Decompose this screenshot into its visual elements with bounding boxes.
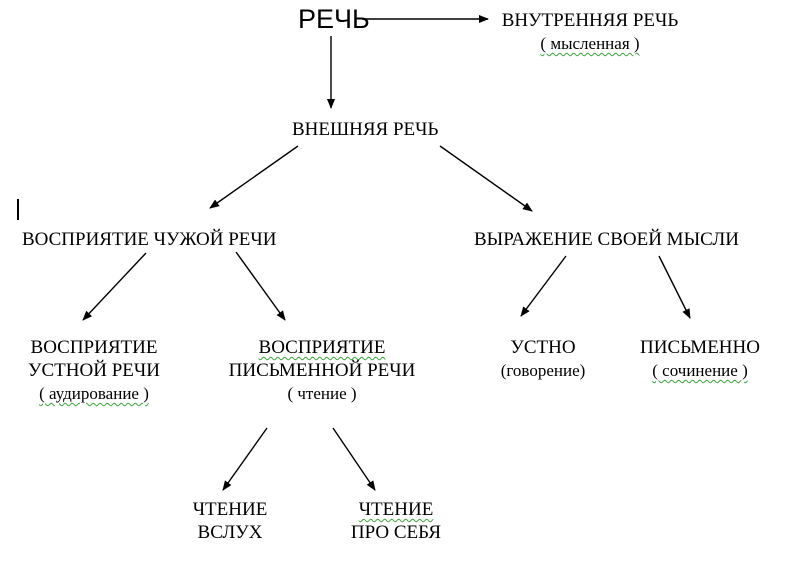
node-written-perception-note: ( чтение ) xyxy=(287,384,357,403)
arrow-perception-to-oral xyxy=(82,252,147,321)
node-reading-aloud-line2: ВСЛУХ xyxy=(197,522,263,543)
node-oral-perception-line1: ВОСПРИЯТИЕ xyxy=(30,337,158,358)
arrow-written-to-silent xyxy=(332,427,376,491)
node-reading-silent: ЧТЕНИЕ ПРО СЕБЯ xyxy=(336,498,456,544)
node-written: ПИСЬМЕННО ( сочинение ) xyxy=(622,336,778,382)
arrow-outer-to-expression xyxy=(439,145,533,212)
node-expression-of-thought-label: ВЫРАЖЕНИЕ СВОЕЙ МЫСЛИ xyxy=(474,229,739,250)
node-oral-note: (говорение) xyxy=(500,361,586,380)
text-cursor xyxy=(17,199,19,220)
node-outer-speech-label: ВНЕШНЯЯ РЕЧЬ xyxy=(292,119,439,140)
arrow-expression-to-oral xyxy=(520,255,567,317)
node-inner-speech-note: ( мысленная ) xyxy=(540,34,640,53)
node-oral-perception: ВОСПРИЯТИЕ УСТНОЙ РЕЧИ ( аудирование ) xyxy=(14,336,174,405)
node-reading-silent-line1: ЧТЕНИЕ xyxy=(358,499,434,520)
arrow-outer-to-perception xyxy=(209,145,299,209)
arrow-written-to-aloud xyxy=(222,427,268,491)
node-oral: УСТНО (говорение) xyxy=(478,336,608,382)
node-reading-silent-line2: ПРО СЕБЯ xyxy=(350,522,442,543)
node-oral-perception-note: ( аудирование ) xyxy=(39,384,149,403)
arrow-expression-to-written xyxy=(658,255,691,319)
node-written-perception-line1: ВОСПРИЯТИЕ xyxy=(258,337,386,358)
node-written-label: ПИСЬМЕННО xyxy=(640,337,760,358)
node-oral-label: УСТНО xyxy=(510,337,576,358)
arrow-perception-to-written xyxy=(235,251,286,321)
node-reading-aloud-line1: ЧТЕНИЕ xyxy=(192,499,268,520)
node-perception-of-others-label: ВОСПРИЯТИЕ ЧУЖОЙ РЕЧИ xyxy=(22,229,277,250)
node-inner-speech-label: ВНУТРЕННЯЯ РЕЧЬ xyxy=(501,10,679,31)
node-written-perception-line2: ПИСЬМЕННОЙ РЕЧИ xyxy=(228,360,416,381)
node-reading-aloud: ЧТЕНИЕ ВСЛУХ xyxy=(180,498,280,544)
node-oral-perception-line2: УСТНОЙ РЕЧИ xyxy=(28,360,160,381)
node-written-perception: ВОСПРИЯТИЕ ПИСЬМЕННОЙ РЕЧИ ( чтение ) xyxy=(204,336,440,405)
node-inner-speech: ВНУТРЕННЯЯ РЕЧЬ ( мысленная ) xyxy=(490,9,690,55)
node-written-note: ( сочинение ) xyxy=(652,361,748,380)
node-speech: РЕЧЬ xyxy=(298,4,370,34)
node-outer-speech: ВНЕШНЯЯ РЕЧЬ xyxy=(292,118,438,141)
node-perception-of-others: ВОСПРИЯТИЕ ЧУЖОЙ РЕЧИ xyxy=(22,228,276,251)
node-speech-label: РЕЧЬ xyxy=(298,4,370,34)
node-expression-of-thought: ВЫРАЖЕНИЕ СВОЕЙ МЫСЛИ xyxy=(474,228,739,251)
